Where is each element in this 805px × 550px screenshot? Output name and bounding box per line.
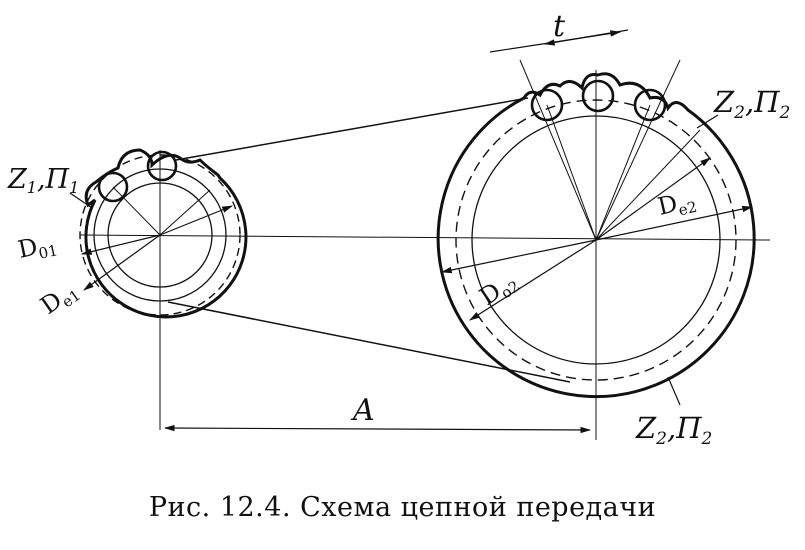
figure-caption: Рис. 12.4. Схема цепной передачи bbox=[148, 492, 657, 523]
d01-label: D01 bbox=[15, 229, 59, 267]
d01-dimension bbox=[80, 234, 161, 255]
z2-leader-bottom bbox=[667, 376, 681, 406]
center-distance-label: A bbox=[350, 393, 375, 428]
d02-label: Do2 bbox=[474, 266, 523, 313]
large-sprocket bbox=[436, 72, 756, 399]
large-sprocket-inner-circle bbox=[471, 115, 721, 365]
de2-dimension bbox=[595, 157, 711, 241]
z2-p2-label-top: Z2,П2 bbox=[713, 85, 790, 123]
large-sprocket-outline bbox=[436, 72, 756, 399]
d02-dimension bbox=[469, 239, 597, 321]
center-lines bbox=[79, 70, 771, 440]
small-sprocket-outline bbox=[84, 148, 248, 319]
de2-dimension bbox=[595, 205, 754, 241]
chain-roller bbox=[633, 88, 667, 122]
d02-dimension bbox=[440, 239, 597, 274]
chain-roller bbox=[146, 150, 178, 182]
radial-lines bbox=[112, 59, 701, 241]
z2-p2-label-bottom: Z2,П2 bbox=[635, 411, 712, 449]
chain-upper-run bbox=[175, 97, 529, 161]
de1-dimension bbox=[83, 234, 161, 291]
small-sprocket-hub-circle bbox=[107, 182, 213, 288]
pitch-dimension bbox=[543, 29, 629, 46]
de1-label: De1 bbox=[35, 275, 84, 322]
pitch-label: t bbox=[553, 9, 566, 44]
small-sprocket-inner-circle bbox=[93, 168, 227, 302]
z1-leader bbox=[69, 192, 93, 209]
z2-leader-top bbox=[696, 114, 719, 129]
small-sprocket bbox=[79, 148, 248, 319]
chain-roller bbox=[581, 79, 615, 113]
chain-roller bbox=[97, 171, 129, 203]
chain-roller bbox=[530, 88, 564, 122]
dimension-arrows bbox=[69, 29, 754, 434]
large-sprocket-dash-circle bbox=[455, 99, 737, 381]
chain-runs bbox=[167, 97, 571, 383]
d01-dimension bbox=[159, 205, 234, 236]
chain-lower-run bbox=[167, 301, 571, 383]
small-sprocket-dash-circle bbox=[79, 154, 241, 316]
de2-label: De2 bbox=[655, 185, 699, 224]
center-distance-dimension bbox=[163, 424, 592, 434]
z1-p1-label: Z1,П1 bbox=[7, 164, 79, 197]
